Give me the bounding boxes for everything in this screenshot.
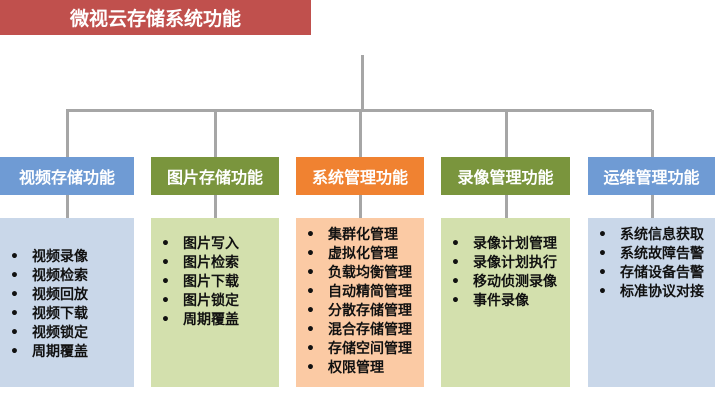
- connector-trunk: [361, 55, 364, 111]
- feature-item: 视频检索: [10, 267, 130, 286]
- connector-system-management: [359, 110, 362, 157]
- root-title: 微视云存储系统功能: [0, 0, 311, 35]
- category-box-operations-management: 系统信息获取系统故障告警存储设备告警标准协议对接: [588, 218, 715, 387]
- connector-recording-management: [504, 110, 508, 157]
- category-box-image-storage: 图片写入图片检索图片下载图片锁定周期覆盖: [151, 218, 279, 387]
- connector-operations-management: [650, 110, 654, 157]
- category-header-system-management: 系统管理功能: [296, 157, 424, 195]
- feature-item: 视频下载: [10, 305, 130, 324]
- feature-item: 视频录像: [10, 248, 130, 267]
- category-box-recording-management: 录像计划管理录像计划执行移动侦测录像事件录像: [441, 218, 570, 387]
- feature-item: 移动侦测录像: [451, 273, 566, 292]
- connector-system-management-box: [359, 195, 362, 218]
- feature-item: 自动精简管理: [306, 283, 420, 302]
- feature-item: 录像计划管理: [451, 235, 566, 254]
- category-box-video-storage: 视频录像视频检索视频回放视频下载视频锁定周期覆盖: [0, 218, 134, 387]
- feature-list: 图片写入图片检索图片下载图片锁定周期覆盖: [155, 235, 275, 330]
- feature-item: 录像计划执行: [451, 254, 566, 273]
- feature-item: 系统信息获取: [598, 226, 711, 245]
- feature-item: 存储设备告警: [598, 264, 711, 283]
- feature-item: 标准协议对接: [598, 283, 711, 302]
- connector-video-storage-box: [66, 195, 69, 218]
- feature-item: 事件录像: [451, 292, 566, 311]
- feature-item: 虚拟化管理: [306, 245, 420, 264]
- feature-item: 负载均衡管理: [306, 264, 420, 283]
- feature-item: 分散存储管理: [306, 302, 420, 321]
- feature-item: 图片锁定: [161, 292, 275, 311]
- connector-recording-management-box: [504, 195, 508, 218]
- feature-item: 视频回放: [10, 286, 130, 305]
- connector-operations-management-box: [650, 195, 654, 218]
- feature-item: 周期覆盖: [10, 343, 130, 362]
- category-header-recording-management: 录像管理功能: [441, 157, 570, 195]
- feature-item: 视频锁定: [10, 324, 130, 343]
- feature-item: 混合存储管理: [306, 321, 420, 340]
- connector-image-storage: [214, 110, 217, 157]
- connector-video-storage: [66, 110, 69, 157]
- feature-item: 图片写入: [161, 235, 275, 254]
- feature-list: 视频录像视频检索视频回放视频下载视频锁定周期覆盖: [4, 248, 130, 362]
- feature-list: 集群化管理虚拟化管理负载均衡管理自动精简管理分散存储管理混合存储管理存储空间管理…: [300, 226, 420, 378]
- feature-list: 系统信息获取系统故障告警存储设备告警标准协议对接: [592, 226, 711, 302]
- category-header-video-storage: 视频存储功能: [0, 157, 134, 195]
- feature-item: 图片下载: [161, 273, 275, 292]
- feature-item: 系统故障告警: [598, 245, 711, 264]
- feature-item: 存储空间管理: [306, 340, 420, 359]
- category-header-operations-management: 运维管理功能: [588, 157, 715, 195]
- category-box-system-management: 集群化管理虚拟化管理负载均衡管理自动精简管理分散存储管理混合存储管理存储空间管理…: [296, 218, 424, 387]
- feature-item: 集群化管理: [306, 226, 420, 245]
- category-header-image-storage: 图片存储功能: [151, 157, 279, 195]
- feature-item: 周期覆盖: [161, 311, 275, 330]
- feature-item: 权限管理: [306, 359, 420, 378]
- connector-image-storage-box: [214, 195, 217, 218]
- feature-item: 图片检索: [161, 254, 275, 273]
- feature-list: 录像计划管理录像计划执行移动侦测录像事件录像: [445, 235, 566, 311]
